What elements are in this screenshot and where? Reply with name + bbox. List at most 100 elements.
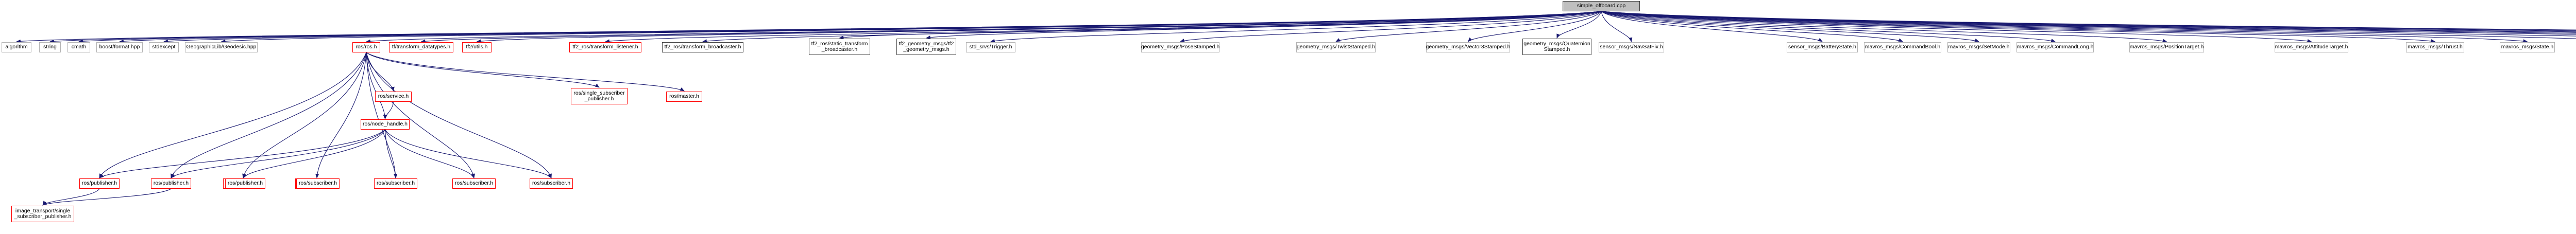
graph-edge xyxy=(16,11,1602,43)
graph-edge xyxy=(99,129,385,178)
graph-edge xyxy=(119,11,1602,43)
graph-edge xyxy=(1467,11,1602,42)
graph-edge xyxy=(1601,11,1823,42)
graph-node-algorithm[interactable]: algorithm xyxy=(2,42,31,52)
graph-node-tf2-geometry-msgs[interactable]: tf2_geometry_msgs/tf2 _geometry_msgs.h xyxy=(896,39,956,55)
graph-node-geometry-msgs-twiststamped[interactable]: geometry_msgs/TwistStamped.h xyxy=(1296,42,1376,52)
graph-node-label: simple_offboard.cpp xyxy=(1577,3,1626,9)
graph-edge xyxy=(1556,11,1602,39)
graph-node-label: tf2/utils.h xyxy=(466,44,488,50)
graph-edge xyxy=(605,11,1602,43)
graph-edge xyxy=(315,52,367,178)
graph-node-image-transport-single-subscriber-publisher[interactable]: image_transport/single _subscriber_publi… xyxy=(11,206,74,222)
graph-node-label: geometry_msgs/PoseStamped.h xyxy=(1141,44,1220,50)
graph-node-mavros-msgs-state[interactable]: mavros_msgs/State.h xyxy=(2500,42,2555,52)
graph-edge xyxy=(1601,11,2576,34)
graph-node-ros-publisher-2[interactable]: ros/publisher.h xyxy=(151,178,191,189)
graph-node-label: ros/ros.h xyxy=(355,44,377,50)
graph-node-label: mavros_msgs/AttitudeTarget.h xyxy=(2275,44,2348,50)
graph-edge xyxy=(366,52,387,119)
graph-node-ros-master[interactable]: ros/master.h xyxy=(666,92,702,102)
graph-edge xyxy=(163,11,1602,43)
graph-edge xyxy=(49,11,1602,43)
graph-edge xyxy=(1601,11,2576,39)
graph-node-ros-publisher-1[interactable]: ros/publisher.h xyxy=(79,178,120,189)
graph-edge xyxy=(366,52,600,88)
graph-node-tf2-ros-transform-listener[interactable]: tf2_ros/transform_listener.h xyxy=(569,42,641,52)
graph-node-label: tf/transform_datatypes.h xyxy=(392,44,451,50)
graph-node-geometry-msgs-vector3stamped[interactable]: geometry_msgs/Vector3Stamped.h xyxy=(1426,42,1511,52)
graph-node-cmath[interactable]: cmath xyxy=(67,42,90,52)
graph-node-mavros-msgs-thrust[interactable]: mavros_msgs/Thrust.h xyxy=(2406,42,2464,52)
graph-node-label: mavros_msgs/PositionTarget.h xyxy=(2129,44,2204,50)
graph-node-tf2-ros-static-transform-broadcaster[interactable]: tf2_ros/static_transform _broadcaster.h xyxy=(809,39,870,55)
graph-edge xyxy=(385,129,552,178)
graph-edge xyxy=(1335,11,1602,42)
graph-node-mavros-msgs-commandbool[interactable]: mavros_msgs/CommandBool.h xyxy=(1864,42,1941,52)
graph-node-ros-subscriber-4[interactable]: ros/subscriber.h xyxy=(452,178,496,189)
graph-node-label: geometry_msgs/Vector3Stamped.h xyxy=(1426,44,1511,50)
graph-node-stdexcept[interactable]: stdexcept xyxy=(149,42,179,52)
graph-node-label: ros/subscriber.h xyxy=(298,180,337,187)
graph-node-label: ros/subscriber.h xyxy=(532,180,571,187)
graph-node-root[interactable]: simple_offboard.cpp xyxy=(1563,1,1640,11)
graph-node-tf-transform-datatypes[interactable]: tf/transform_datatypes.h xyxy=(389,42,453,52)
graph-node-rosros[interactable]: ros/ros.h xyxy=(352,42,380,52)
graph-node-label: ros/publisher.h xyxy=(81,180,117,187)
graph-node-sensor-msgs-batterystate[interactable]: sensor_msgs/BatteryState.h xyxy=(1787,42,1858,52)
graph-edge xyxy=(384,129,474,178)
graph-edge xyxy=(1601,11,2576,35)
graph-node-ros-subscriber-5[interactable]: ros/subscriber.h xyxy=(530,178,573,189)
graph-edge xyxy=(420,11,1602,43)
graph-node-boost-format[interactable]: boost/format.hpp xyxy=(96,42,143,52)
graph-edge xyxy=(383,101,394,119)
graph-node-label: sensor_msgs/BatteryState.h xyxy=(1788,44,1856,50)
graph-edge xyxy=(242,52,367,178)
graph-node-ros-service[interactable]: ros/service.h xyxy=(375,92,412,102)
graph-node-label: image_transport/single _subscriber_publi… xyxy=(14,207,72,220)
graph-node-label: tf2_ros/transform_listener.h xyxy=(572,44,638,50)
graph-node-label: ros/subscriber.h xyxy=(454,180,494,187)
graph-node-label: mavros_msgs/SetMode.h xyxy=(1948,44,2010,50)
graph-node-label: geometry_msgs/Quaternion Stamped.h xyxy=(1523,40,1590,52)
graph-node-ros-subscriber-2[interactable]: ros/subscriber.h xyxy=(296,178,340,189)
graph-node-label: mavros_msgs/State.h xyxy=(2501,44,2554,50)
graph-edge xyxy=(366,52,398,178)
graph-node-sensor-msgs-navsatfix[interactable]: sensor_msgs/NavSatFix.h xyxy=(1599,42,1664,52)
graph-edge xyxy=(78,11,1602,43)
graph-edge xyxy=(366,11,1602,43)
graph-node-label: ros/master.h xyxy=(669,93,699,100)
graph-node-mavros-msgs-positiontarget[interactable]: mavros_msgs/PositionTarget.h xyxy=(2129,42,2204,52)
graph-edge xyxy=(42,188,172,206)
graph-node-tf2-ros-transform-broadcaster[interactable]: tf2_ros/transform_broadcaster.h xyxy=(662,42,743,52)
graph-node-tf2-utils[interactable]: tf2/utils.h xyxy=(462,42,492,52)
graph-node-mavros-msgs-attitudetarget[interactable]: mavros_msgs/AttitudeTarget.h xyxy=(2275,42,2348,52)
graph-node-geometry-msgs-quaternionstamped[interactable]: geometry_msgs/Quaternion Stamped.h xyxy=(1522,39,1591,55)
graph-edge xyxy=(366,52,552,178)
graph-node-mavros-msgs-commandlong[interactable]: mavros_msgs/CommandLong.h xyxy=(2016,42,2094,52)
graph-node-label: ros/node_handle.h xyxy=(363,121,408,128)
graph-node-string[interactable]: string xyxy=(39,42,61,52)
graph-edge xyxy=(926,11,1602,40)
graph-edge xyxy=(366,52,395,92)
graph-node-label: ros/subscriber.h xyxy=(376,180,415,187)
graph-node-ros-node-handle[interactable]: ros/node_handle.h xyxy=(361,119,410,130)
graph-edge xyxy=(1601,11,2436,43)
graph-edge xyxy=(1601,11,2576,32)
graph-node-label: stdexcept xyxy=(152,44,176,50)
graph-node-ros-subscriber-3[interactable]: ros/subscriber.h xyxy=(374,178,417,189)
graph-node-label: tf2_ros/transform_broadcaster.h xyxy=(664,44,741,50)
graph-node-geographiclib[interactable]: GeographicLib/Geodesic.hpp xyxy=(185,42,258,52)
graph-node-label: GeographicLib/Geodesic.hpp xyxy=(186,44,257,50)
graph-edge xyxy=(99,52,367,178)
graph-edge xyxy=(1601,11,1633,42)
graph-node-mavros-msgs-setmode[interactable]: mavros_msgs/SetMode.h xyxy=(1947,42,2010,52)
graph-node-std-srvs-trigger[interactable]: std_srvs/Trigger.h xyxy=(966,42,1015,52)
graph-node-label: mavros_msgs/CommandLong.h xyxy=(2016,44,2094,50)
graph-edge xyxy=(1180,11,1602,42)
graph-node-ros-publisher-4[interactable]: ros/publisher.h xyxy=(225,178,265,189)
graph-node-ros-single-subscriber-publisher[interactable]: ros/single_subscriber _publisher.h xyxy=(571,88,628,104)
graph-node-geometry-msgs-posestamped[interactable]: geometry_msgs/PoseStamped.h xyxy=(1141,42,1219,52)
graph-edge xyxy=(1601,11,2056,42)
